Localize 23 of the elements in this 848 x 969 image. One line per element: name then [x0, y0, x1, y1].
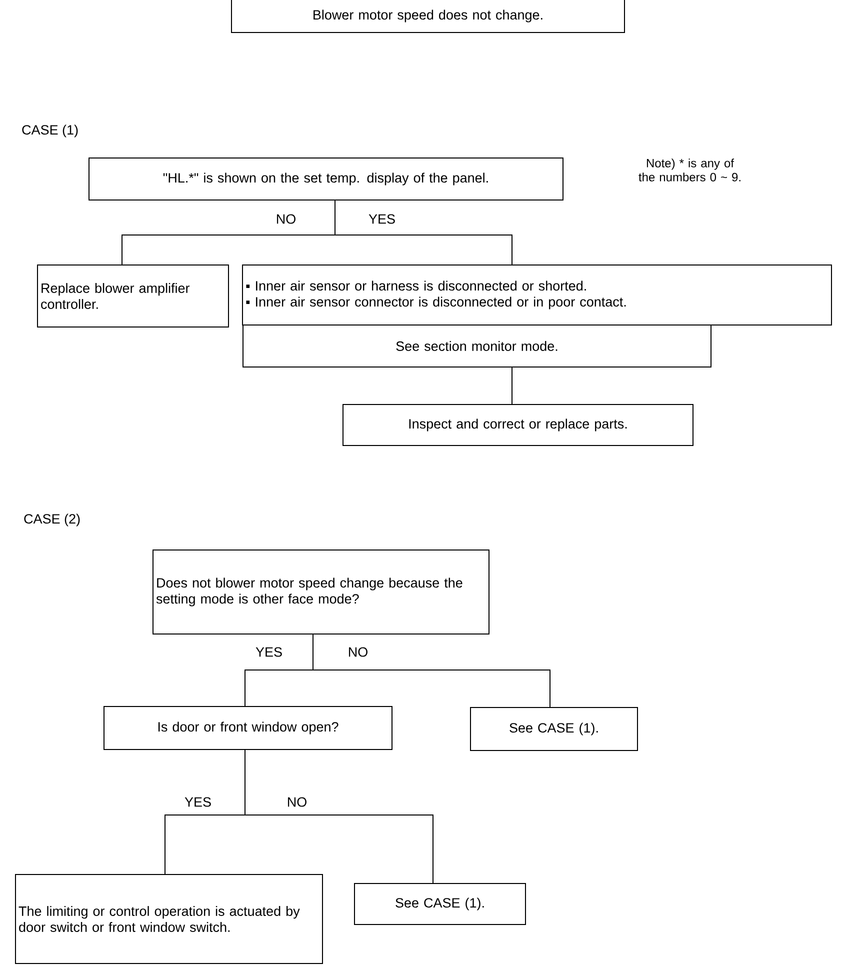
process-box: ▪ Inner air sensor or harness is disconnected or shorted. ▪ Inner air sensor connector is disconnected or in poor contact.	[242, 264, 832, 326]
edge-label: YES	[254, 646, 284, 658]
case-heading: CASE (2)	[24, 514, 80, 526]
process-box: Blower motor speed does not change.	[231, 0, 625, 33]
note-text: Note) * is any of the numbers 0 ~ 9.	[638, 158, 740, 182]
edge-label: NO	[346, 646, 370, 658]
process-box: See CASE (1).	[470, 707, 638, 751]
process-box: See section monitor mode.	[242, 324, 712, 368]
case-heading: CASE (1)	[22, 124, 78, 138]
edge-label: YES	[368, 213, 396, 225]
connector-line	[312, 634, 550, 708]
process-box: Inspect and correct or replace parts.	[342, 404, 694, 446]
process-box: Replace blower amplifier controller.	[37, 264, 229, 328]
edge-label: NO	[286, 796, 308, 808]
process-box: "HL.*" is shown on the set temp. display of the panel.	[88, 158, 564, 200]
process-box: See CASE (1).	[354, 883, 526, 925]
process-box: Does not blower motor speed change because the setting mode is other face mode?	[152, 550, 490, 634]
connector-line	[244, 750, 434, 884]
process-box: Is door or front window open?	[104, 706, 392, 750]
connector-line	[334, 200, 512, 265]
edge-label: YES	[184, 796, 212, 808]
process-box: The limiting or control operation is actuated by door switch or front window switch.	[15, 874, 323, 964]
edge-label: NO	[274, 213, 298, 225]
